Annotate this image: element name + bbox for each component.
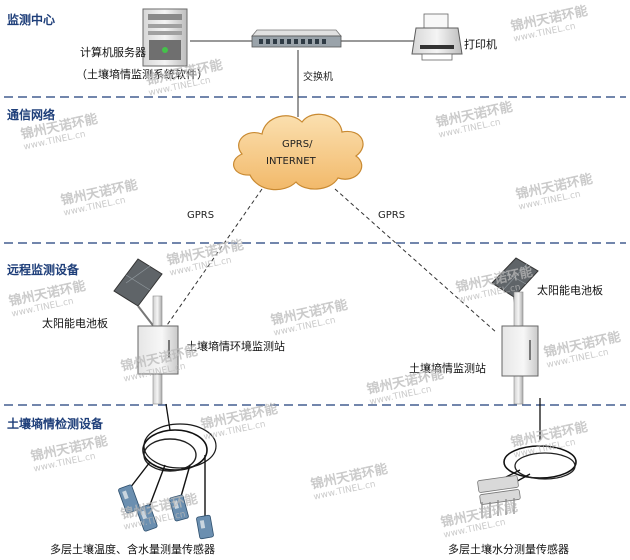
printer-label: 打印机	[464, 38, 497, 51]
section-remote-equipment: 远程监测设备	[7, 263, 80, 277]
solar-label-left: 太阳能电池板	[42, 317, 108, 330]
gprs-label-left: GPRS	[187, 210, 215, 221]
sensor-label-left: 多层土壤温度、含水量测量传感器	[50, 543, 215, 556]
printer-icon	[411, 13, 463, 61]
soil-sensor-right-icon	[477, 398, 577, 518]
switch-icon	[251, 29, 342, 48]
gprs-label-right: GPRS	[378, 210, 406, 221]
cloud-label-line2: INTERNET	[266, 156, 316, 167]
server-icon	[142, 8, 188, 67]
server-label: 计算机服务器	[80, 46, 146, 59]
station-label-left: 土壤墒情环境监测站	[186, 340, 285, 353]
switch-label: 交换机	[303, 72, 333, 83]
soil-sensor-left-icon	[118, 403, 217, 540]
section-soil-detection: 土壤墒情检测设备	[7, 417, 104, 431]
section-monitoring-center: 监测中心	[7, 13, 56, 27]
solar-panel-left-icon	[113, 258, 163, 329]
station-label-right: 土壤墒情监测站	[409, 362, 486, 375]
gprs-link-right	[334, 188, 498, 334]
station-box-right-icon	[501, 325, 539, 377]
server-software-label: （土壤墒情监测系统软件）	[76, 68, 208, 81]
cloud-icon	[233, 113, 364, 191]
gprs-link-left	[164, 188, 263, 329]
solar-label-right: 太阳能电池板	[537, 284, 603, 297]
cloud-label-line1: GPRS/	[282, 139, 313, 150]
section-comm-network: 通信网络	[7, 108, 56, 122]
station-box-left-icon	[137, 325, 179, 375]
sensor-label-right: 多层土壤水分测量传感器	[448, 543, 569, 556]
